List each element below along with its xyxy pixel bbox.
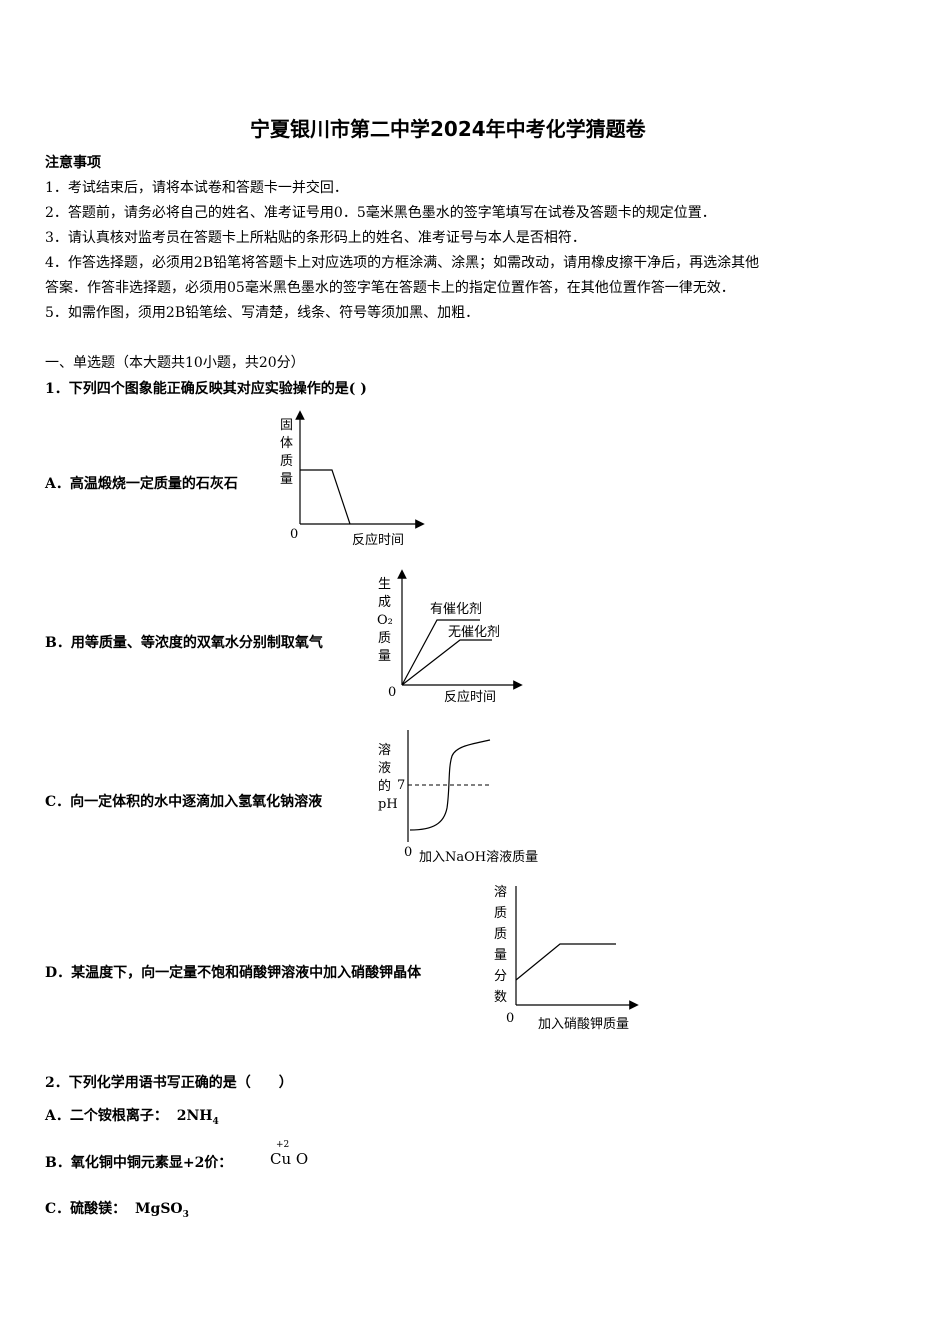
q2-option-b-label: B．氧化铜中铜元素显+2价： [45, 1155, 233, 1171]
q1-stem: 1．下列四个图象能正确反映其对应实验操作的是( ) [45, 381, 367, 397]
q2-option-a: A．二个铵根离子： 2NH4 [45, 1105, 219, 1127]
graph-c-curve [409, 739, 491, 831]
graph-b-xlabel: 反应时间 [444, 689, 496, 705]
q2-option-b-sup: +2 [276, 1140, 290, 1150]
page-title: 宁夏银川市第二中学2024年中考化学猜题卷 [250, 117, 646, 141]
graph-d-ylabel-6: 数 [494, 990, 507, 1005]
graph-c-ylabel-3: 的 [378, 778, 391, 794]
graph-d-ylabel-4: 量 [494, 948, 507, 963]
q1-option-b: B．用等质量、等浓度的双氧水分别制取氧气 [45, 635, 323, 651]
notice-item-4: 4．作答选择题，必须用2B铅笔将答题卡上对应选项的方框涂满、涂黑；如需改动，请用… [45, 255, 760, 271]
graph-c: 溶 液 的 pH 7 0 加入NaOH溶液质量 [378, 730, 538, 865]
graph-b-ylabel-1: 生 [378, 577, 391, 592]
graph-d: 溶 质 质 量 分 数 0 加入硝酸钾质量 [494, 885, 639, 1032]
notice-item-4-cont: 答案．作答非选择题，必须用05毫米黑色墨水的签字笔在答题卡上的指定位置作答，在其… [45, 280, 735, 296]
graph-b-ylabel-3: O₂ [377, 613, 393, 628]
graph-c-xlabel: 加入NaOH溶液质量 [419, 850, 538, 865]
graph-a-ylabel-3: 质 [280, 454, 293, 469]
graph-b-label-no-catalyst: 无催化剂 [448, 625, 500, 640]
graph-a-ylabel-2: 体 [280, 436, 293, 451]
q2-option-b-formula: Cu O [270, 1150, 309, 1168]
graph-b-label-catalyst: 有催化剂 [430, 602, 482, 617]
graph-a-origin: 0 [290, 527, 298, 542]
graph-b: 生 成 O₂ 质 量 有催化剂 无催化剂 0 反应时间 [377, 569, 523, 705]
q2-option-a-label: A．二个铵根离子： [45, 1108, 168, 1124]
graph-c-ylabel-4: pH [378, 797, 398, 812]
notice-item-5: 5．如需作图，须用2B铅笔绘、写清楚，线条、符号等须加黑、加粗． [45, 305, 480, 321]
graph-d-xlabel: 加入硝酸钾质量 [538, 1017, 629, 1032]
graph-a-ylabel-4: 量 [280, 472, 293, 487]
notice-item-1: 1．考试结束后，请将本试卷和答题卡一并交回． [45, 180, 348, 196]
graph-a-ylabel-1: 固 [280, 418, 293, 433]
q2-option-a-formula: 2NH [176, 1108, 213, 1124]
graph-b-ylabel-5: 量 [378, 649, 391, 664]
q2-stem: 2．下列化学用语书写正确的是（ ） [45, 1075, 293, 1091]
q1-option-d: D．某温度下，向一定量不饱和硝酸钾溶液中加入硝酸钾晶体 [45, 965, 422, 981]
q2-option-c: C．硫酸镁： MgSO3 [45, 1198, 189, 1220]
graph-a-xlabel: 反应时间 [352, 532, 404, 548]
graph-b-line-no-catalyst [401, 639, 492, 686]
graph-c-ylabel-1: 溶 [378, 743, 391, 758]
graph-b-ylabel-2: 成 [378, 595, 391, 610]
graph-d-curve [515, 943, 616, 981]
graph-a: 固 体 质 量 0 反应时间 [280, 410, 425, 548]
graph-b-origin: 0 [388, 685, 396, 700]
graph-b-ylabel-4: 质 [378, 631, 391, 646]
graph-c-tick-7: 7 [397, 778, 405, 793]
notice-item-3: 3．请认真核对监考员在答题卡上所粘贴的条形码上的姓名、准考证号与本人是否相符． [45, 230, 586, 246]
graph-d-origin: 0 [506, 1011, 514, 1026]
q2-option-a-sub: 4 [212, 1116, 219, 1127]
graph-c-origin: 0 [404, 845, 412, 860]
q2-option-c-formula: MgSO [135, 1201, 183, 1217]
notice-item-2: 2．答题前，请务必将自己的姓名、准考证号用0．5毫米黑色墨水的签字笔填写在试卷及… [45, 205, 716, 221]
notice-heading: 注意事项 [45, 155, 101, 171]
q1-option-c: C．向一定体积的水中逐滴加入氢氧化钠溶液 [45, 794, 323, 810]
graph-b-line-catalyst [401, 619, 480, 686]
graph-d-ylabel-3: 质 [494, 927, 507, 942]
q2-option-c-label: C．硫酸镁： [45, 1201, 127, 1217]
graph-d-ylabel-1: 溶 [494, 885, 507, 900]
graph-a-curve [300, 469, 351, 525]
graph-d-ylabel-5: 分 [494, 969, 507, 984]
graph-c-ylabel-2: 液 [378, 761, 391, 776]
q1-option-a: A．高温煅烧一定质量的石灰石 [45, 476, 238, 492]
graph-d-ylabel-2: 质 [494, 906, 507, 921]
q2-option-c-sub: 3 [182, 1209, 189, 1220]
section-heading: 一、单选题（本大题共10小题，共20分） [45, 355, 305, 371]
